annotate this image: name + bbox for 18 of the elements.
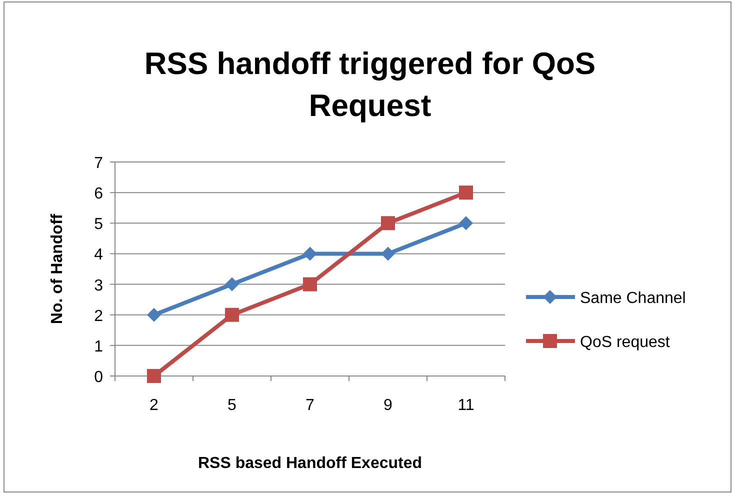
chart-title: RSS handoff triggered for QoS Request <box>144 46 596 123</box>
legend-label: Same Channel <box>580 290 686 307</box>
tick-label: 6 <box>94 186 103 203</box>
axis-title: RSS based Handoff Executed <box>198 455 422 472</box>
tick-label: 7 <box>94 155 103 172</box>
tick-label: 11 <box>458 397 474 414</box>
tick-label: 5 <box>228 397 236 414</box>
tick-label: 7 <box>306 397 314 414</box>
tick-label: 2 <box>94 308 103 325</box>
legend-label: QoS request <box>580 334 670 351</box>
tick-label: 5 <box>94 216 103 234</box>
tick-label: 3 <box>94 277 103 294</box>
axis-title: No. of Handoff <box>49 214 66 324</box>
tick-label: 0 <box>94 369 103 386</box>
tick-label: 9 <box>384 397 392 414</box>
tick-label: 1 <box>94 338 103 356</box>
tick-label: 4 <box>94 246 103 264</box>
tick-label: 2 <box>150 397 158 414</box>
